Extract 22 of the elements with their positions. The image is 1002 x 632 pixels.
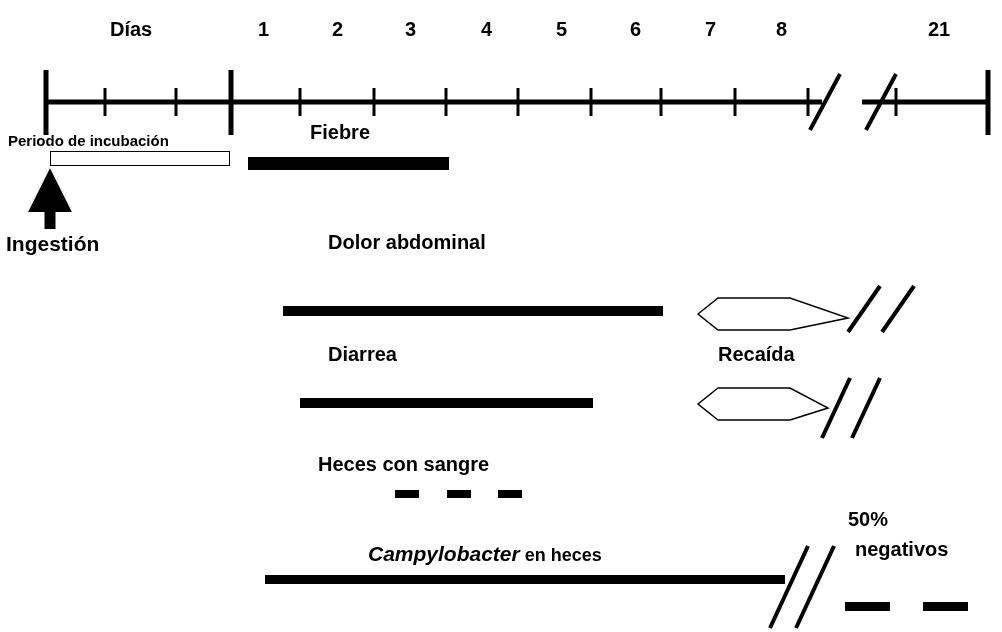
incubation-period-bar (50, 151, 230, 166)
finding-label: Campylobacter en heces (368, 542, 602, 566)
symptom-label: Dolor abdominal (328, 231, 486, 253)
day-number: 6 (630, 18, 642, 40)
period-label: Periodo de incubación (8, 133, 169, 150)
symptom-label: Fiebre (310, 121, 371, 143)
day-number: 7 (705, 18, 717, 40)
axis-label: Días (110, 18, 153, 40)
day-number: 1 (258, 18, 270, 40)
event-label: Ingestión (6, 232, 100, 256)
percentage-label: 50% (848, 508, 889, 530)
finding-label: negativos (855, 538, 949, 560)
symptom-label: Diarrea (328, 343, 397, 365)
symptom-label: Heces con sangre (318, 453, 490, 475)
arrow (28, 168, 72, 229)
day-number: 4 (481, 18, 493, 40)
day-number: 3 (405, 18, 417, 40)
day-number: 5 (556, 18, 568, 40)
day-number: 8 (776, 18, 788, 40)
day-number: 21 (928, 18, 951, 40)
day-number: 2 (332, 18, 344, 40)
symptom-label: Recaída (718, 343, 795, 365)
